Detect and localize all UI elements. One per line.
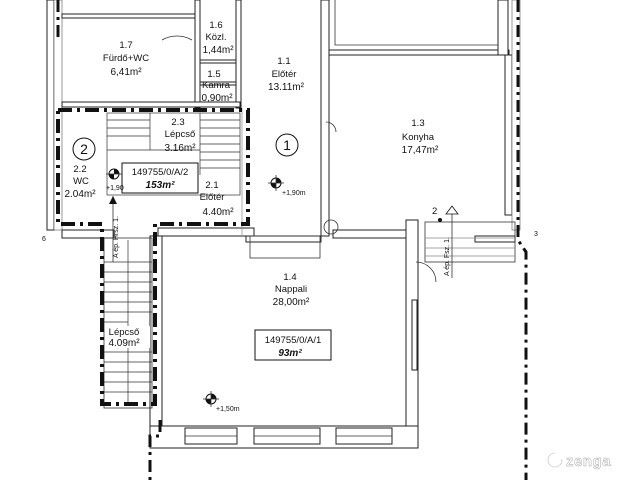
room-2-2-area: 2.04m² [64, 189, 96, 200]
unit-2-label-box: 149755/0/A/2 153m² [121, 162, 199, 194]
room-1-5-number: 1.5 [207, 69, 220, 80]
room-1-7-number: 1.7 [119, 40, 132, 51]
room-1-6-number: 1.6 [209, 20, 222, 31]
room-1-4: 1.4 Nappali 28,00m² [273, 272, 310, 308]
room-1-1-name: Előtér [272, 69, 297, 80]
room-2-1-number: 2.1 [205, 180, 218, 191]
zenga-brand-text: zenga [566, 453, 611, 470]
level-living-text: +1,50m [216, 406, 240, 413]
room-2-1: 2.1 Előtér 4.40m² [200, 180, 235, 218]
unit-1-id: 149755/0/A/1 [265, 335, 322, 346]
room-1-3-number: 1.3 [411, 118, 424, 129]
room-1-3-name: Konyha [402, 132, 435, 143]
lower-stair-area: 4.09m² [108, 338, 140, 349]
room-2-3: 2.3 Lépcső 3.16m² [164, 117, 196, 154]
unit-boundary-upper [56, 108, 250, 406]
room-1-1-area: 13.11m² [268, 82, 305, 93]
unit-1-area: 93m² [278, 348, 302, 359]
stairs-lower [104, 240, 152, 406]
room-1-7: 1.7 Fürdő+WC 6,41m² [103, 40, 149, 78]
section-left-text: A ép. Hrsz. 1. [113, 216, 120, 258]
room-1-5-name: Kamra [202, 80, 231, 91]
room-1-4-number: 1.4 [283, 272, 296, 283]
room-1-6-area: 1,44m² [202, 45, 234, 56]
unit-2-marker-text: 2 [80, 141, 88, 157]
room-1-5-area: 0,90m² [201, 93, 233, 104]
room-1-1-number: 1.1 [277, 56, 290, 67]
room-2-3-name: Lépcső [165, 129, 196, 140]
room-1-4-name: Nappali [275, 284, 307, 295]
section-left: A ép. Hrsz. 1. [109, 196, 120, 262]
room-2-3-area: 3.16m² [164, 143, 196, 154]
room-1-6: 1.6 Közl. 1,44m² [202, 20, 234, 56]
level-marker-living: +1,50m [203, 391, 240, 413]
room-2-3-number: 2.3 [171, 117, 184, 128]
room-lower-stair: Lépcső 4.09m² [106, 326, 150, 349]
level-marker-upper: +1,90 [106, 168, 124, 192]
section-right-text: A ép. Fsz. 1. [444, 237, 451, 276]
room-2-2-name: WC [73, 176, 89, 187]
unit-2-marker: 2 [72, 137, 96, 161]
room-1-3-area: 17,47m² [402, 145, 439, 156]
room-2-1-name: Előtér [200, 192, 225, 203]
stairs-upper [106, 112, 241, 196]
zenga-logo-icon [546, 451, 564, 469]
zenga-watermark: zenga [546, 451, 611, 470]
room-2-1-area: 4.40m² [202, 207, 234, 218]
room-1-6-name: Közl. [205, 32, 226, 43]
section-right: A ép. Fsz. 1. [444, 205, 459, 278]
room-1-5: 1.5 Kamra 0,90m² [201, 69, 233, 104]
axis-label-right: 3 [534, 231, 538, 238]
level-upper-text: +1,90 [106, 185, 124, 192]
unit-1-marker-text: 1 [283, 137, 291, 153]
level-marker-hall: +1,90m [268, 175, 306, 197]
lower-stair-name: Lépcső [109, 327, 140, 338]
unit-1-marker: 1 [275, 133, 299, 157]
level-hall-text: +1,90m [282, 190, 306, 197]
room-2-2-number: 2.2 [73, 164, 86, 175]
marker-right-text: 2 [432, 206, 437, 217]
room-1-7-area: 6,41m² [110, 67, 142, 78]
room-1-1: 1.1 Előtér 13.11m² [268, 56, 305, 93]
room-1-7-name: Fürdő+WC [103, 53, 149, 64]
room-1-4-area: 28,00m² [273, 297, 310, 308]
unit-1-label-box: 149755/0/A/1 93m² [254, 329, 332, 361]
room-2-2: 2.2 WC 2.04m² [64, 164, 96, 200]
marker-right-2: 2 [432, 206, 442, 222]
unit-2-id: 149755/0/A/2 [132, 167, 189, 178]
unit-2-area: 153m² [146, 180, 176, 191]
axis-label-left: 6 [42, 236, 46, 243]
unit-boundary-main [56, 0, 528, 480]
room-1-3: 1.3 Konyha 17,47m² [402, 118, 439, 156]
